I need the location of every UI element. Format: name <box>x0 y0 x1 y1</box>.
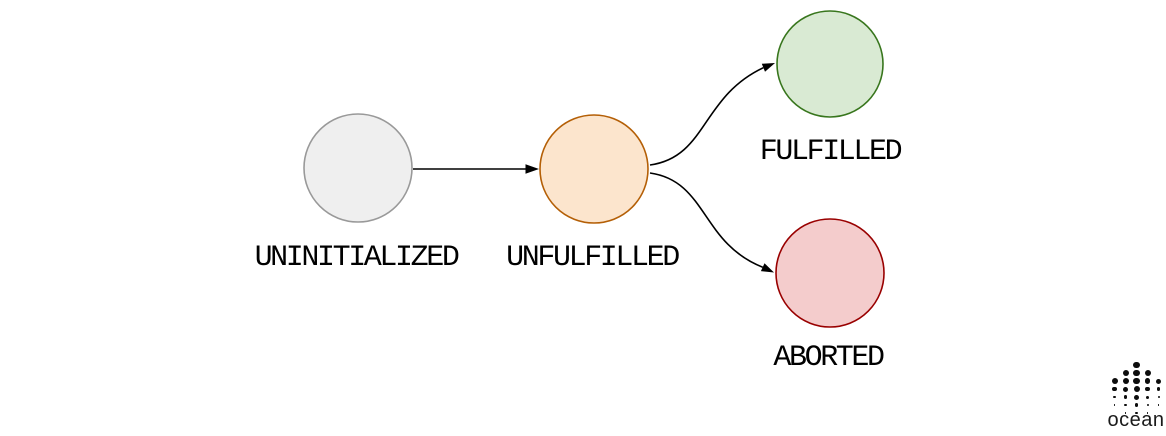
logo-dot <box>1123 395 1128 399</box>
state-node-fulfilled <box>776 10 884 118</box>
logo-dot <box>1124 403 1127 407</box>
logo-dot <box>1157 404 1160 406</box>
state-node-uninitialized <box>303 113 413 223</box>
logo-dot <box>1122 378 1129 384</box>
transition-arrow-unfulfilled-fulfilled <box>649 63 775 166</box>
logo-dot <box>1146 412 1149 414</box>
state-node-unfulfilled <box>539 114 649 224</box>
logo-dot <box>1133 369 1140 377</box>
logo-dot <box>1145 386 1150 392</box>
transition-curve <box>649 66 764 166</box>
logo-dot <box>1146 395 1149 399</box>
logo-dot <box>1134 403 1139 407</box>
logo-dot <box>1122 370 1129 376</box>
logo-dot <box>1156 378 1161 384</box>
state-node-aborted <box>775 218 885 328</box>
transition-arrow-uninitialized-unfulfilled <box>413 164 539 174</box>
logo-dot <box>1135 411 1138 415</box>
logo-dot <box>1133 386 1140 392</box>
logo-dot <box>1144 370 1151 376</box>
logo-dot <box>1112 386 1117 392</box>
logo-dot <box>1111 378 1118 384</box>
logo-dot <box>1146 404 1149 406</box>
logo-dot <box>1157 396 1160 398</box>
arrowhead-icon <box>761 63 775 72</box>
ocean-logo-text: ocean <box>1107 409 1165 431</box>
transition-curve <box>649 172 763 268</box>
state-label-aborted: ABORTED <box>773 341 885 375</box>
ocean-logo-icon <box>1109 361 1164 417</box>
arrowhead-icon <box>760 263 774 273</box>
logo-dot <box>1113 395 1116 399</box>
logo-dot <box>1113 404 1116 406</box>
logo-dot <box>1133 361 1140 369</box>
ocean-logo: ocean <box>1107 361 1165 433</box>
transition-arrow-unfulfilled-aborted <box>649 172 774 273</box>
state-label-unfulfilled: UNFULFILLED <box>506 241 680 275</box>
state-label-fulfilled: FULFILLED <box>759 135 903 169</box>
logo-dot <box>1144 378 1151 384</box>
logo-dot <box>1133 377 1140 385</box>
logo-dot <box>1156 387 1161 391</box>
state-label-uninitialized: UNINITIALIZED <box>254 241 460 275</box>
logo-dot <box>1124 412 1127 414</box>
logo-dot <box>1123 386 1128 392</box>
logo-dot <box>1134 394 1139 400</box>
arrowhead-icon <box>525 164 539 174</box>
